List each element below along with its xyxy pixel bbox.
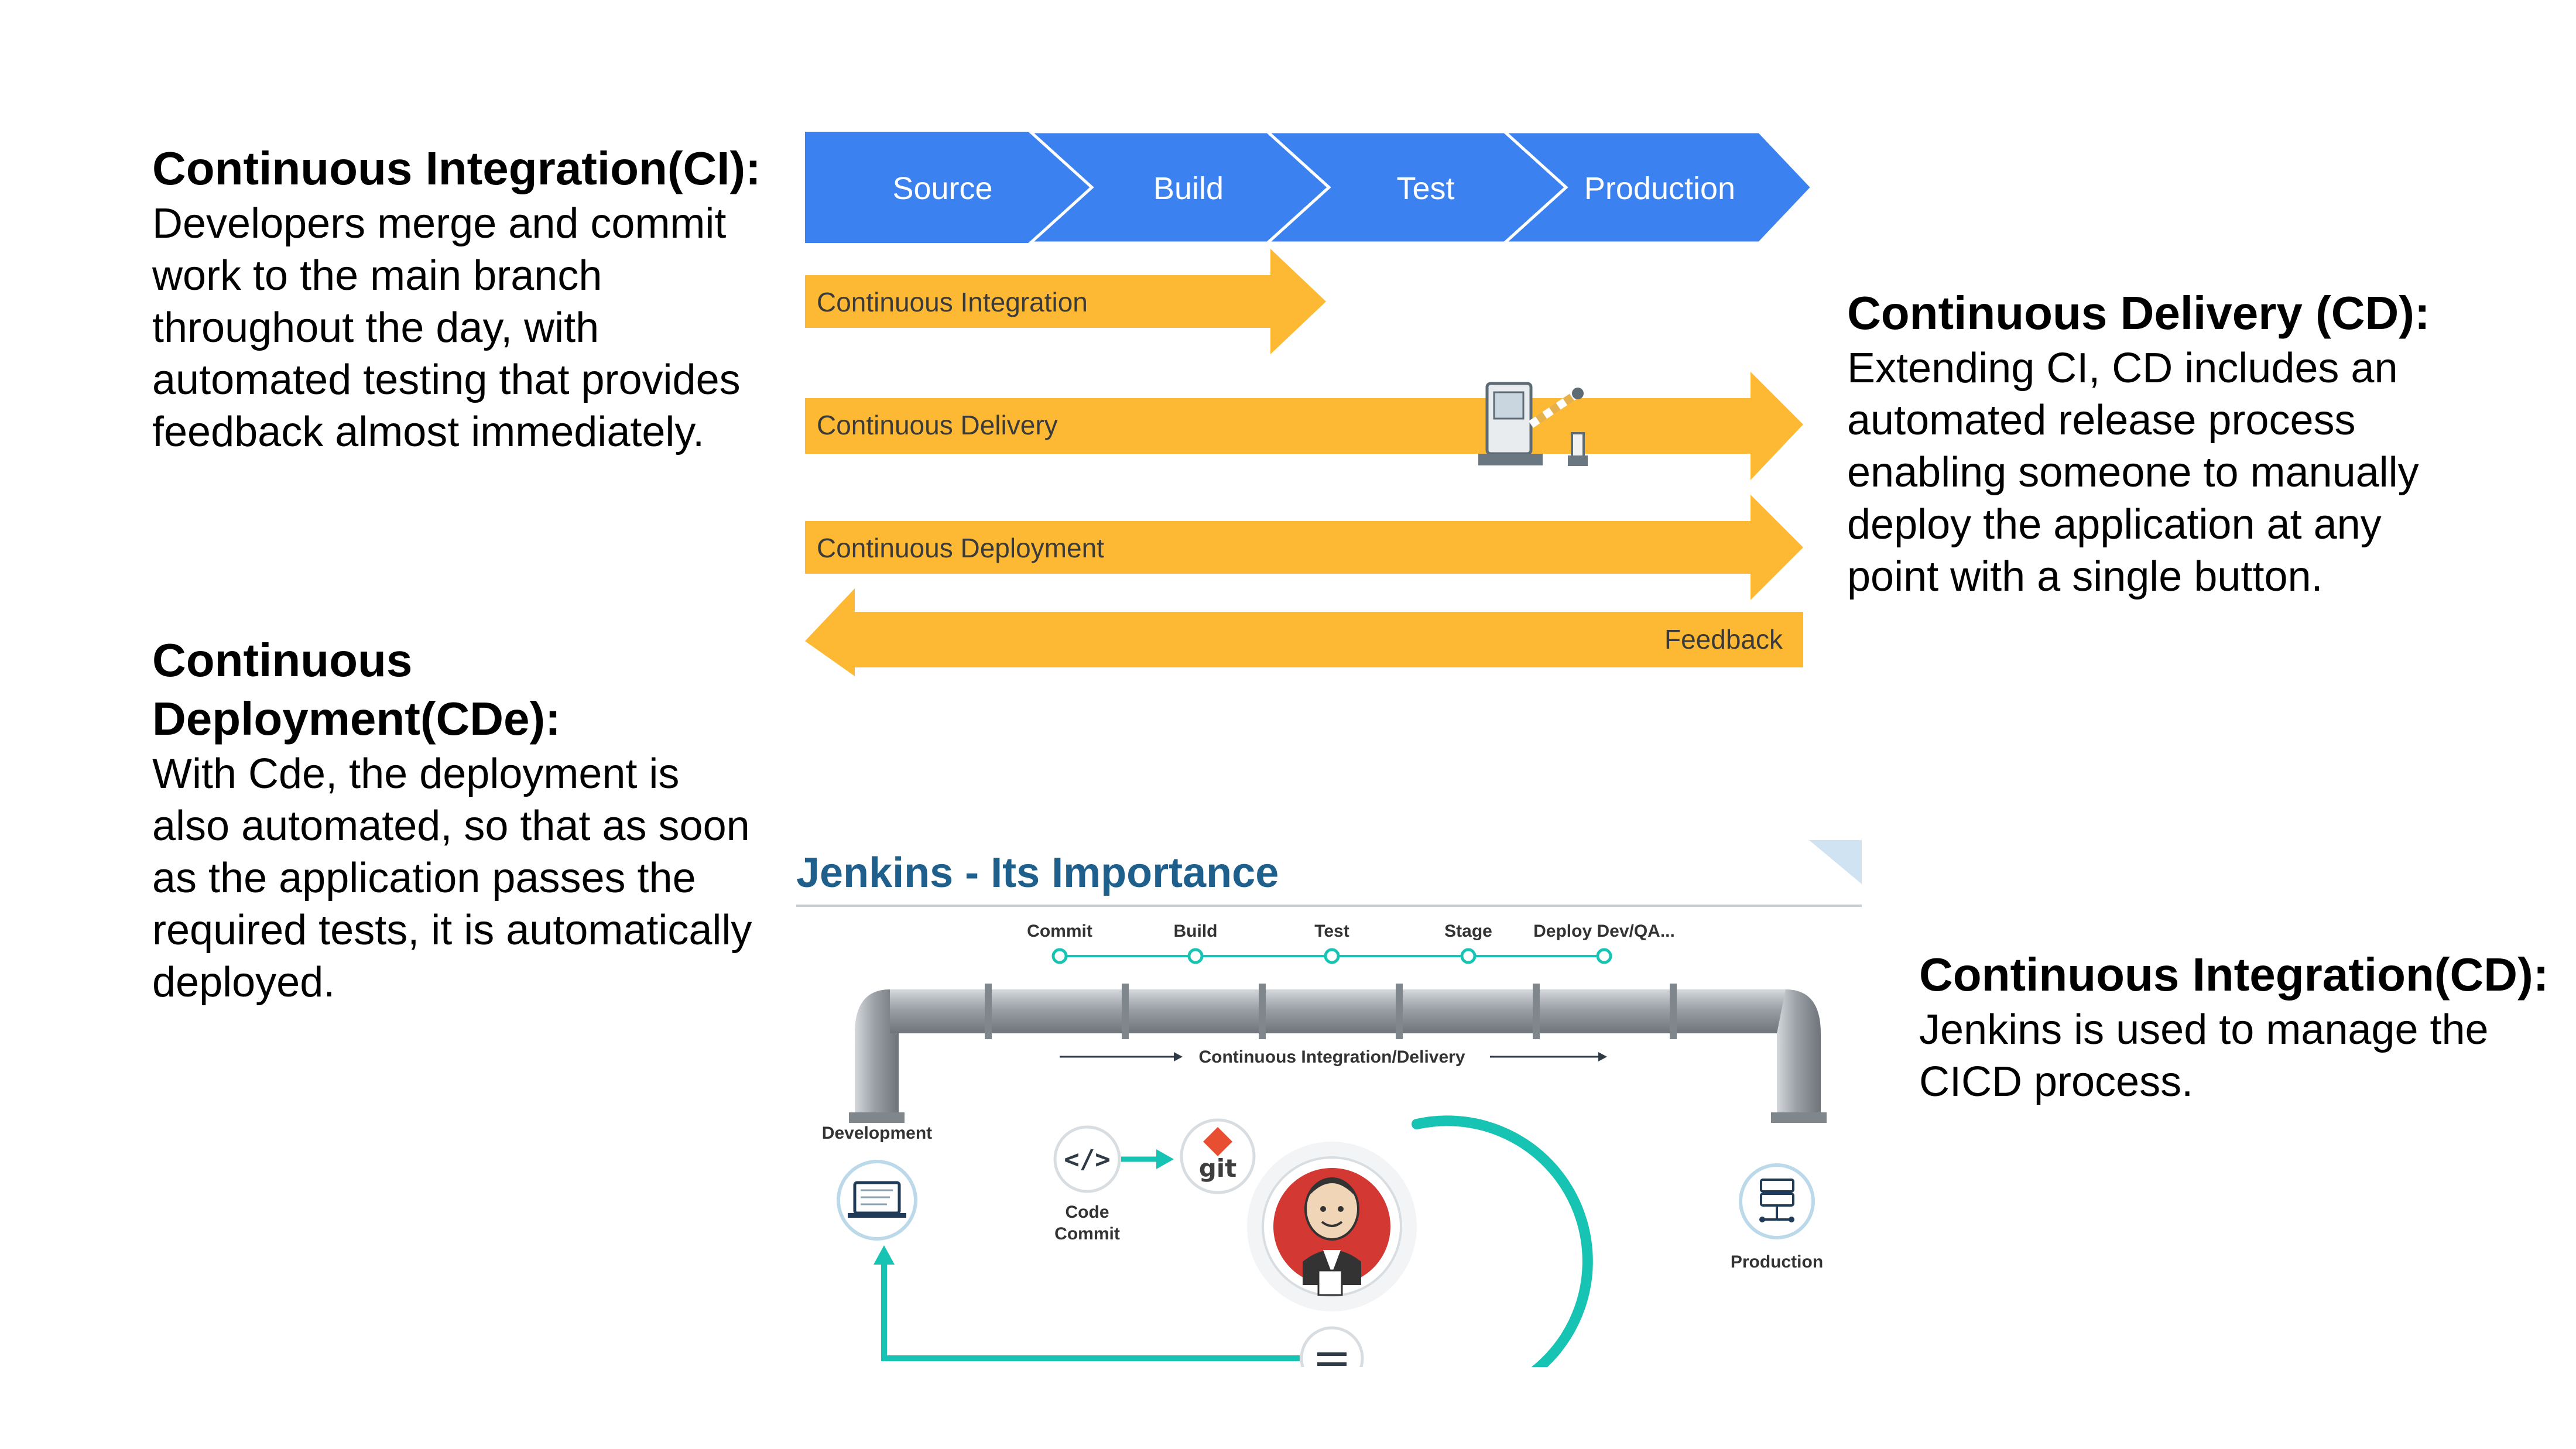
development-label: Development [822, 1123, 932, 1143]
ci-heading: Continuous Integration(CI): [152, 142, 761, 194]
step-label-commit: Commit [1027, 922, 1092, 941]
step-label-test: Test [1314, 922, 1349, 941]
flow-arrow: Continuous Integration/Delivery [1060, 1047, 1607, 1067]
ci-arrow-label: Continuous Integration [817, 287, 1088, 317]
step-dot-build [1187, 948, 1204, 964]
stage-production [1501, 130, 1814, 245]
ci-arrow [805, 249, 1326, 354]
step-dot-commit [1051, 948, 1068, 964]
feedback-arrow-label: Feedback [1664, 624, 1783, 655]
jenkins-title: Jenkins - Its Importance [796, 849, 1279, 896]
git-node: git [1180, 1118, 1256, 1194]
stage-label-source: Source [892, 171, 992, 206]
bottom-node [1300, 1326, 1364, 1367]
development-node [837, 1160, 917, 1241]
stage-bar: Source Build Test Production [805, 130, 1814, 245]
code-icon: </> [1064, 1145, 1110, 1174]
step-dot-deploy [1596, 948, 1612, 964]
cde-body: With Cde, the deployment is also automat… [152, 751, 752, 1006]
jenkins-heading: Continuous Integration(CD): [1919, 948, 2549, 1001]
jenkins-node [1247, 1115, 1593, 1367]
jenkins-body: Jenkins is used to manage the CICD proce… [1919, 1006, 2489, 1105]
cd-body: Extending CI, CD includes an automated r… [1847, 345, 2419, 600]
stage-label-production: Production [1584, 171, 1735, 206]
laptop-icon [848, 1181, 906, 1218]
stage-label-build: Build [1153, 171, 1224, 206]
git-text: git [1199, 1154, 1237, 1183]
corner-accent [1809, 840, 1862, 884]
pipeline-pipe [849, 984, 1827, 1123]
step-timeline: Commit Build Test Stage Deploy Dev/QA... [1027, 922, 1675, 964]
production-node [1739, 1163, 1815, 1239]
cd-description: Continuous Delivery (CD): Extending CI, … [1847, 284, 2462, 603]
cde-heading: Continuous Deployment(CDe): [152, 634, 561, 745]
stage-label-test: Test [1396, 171, 1454, 206]
barrier-gate-icon [1478, 382, 1588, 466]
step-dot-stage [1460, 948, 1477, 964]
jenkins-butler-icon [1273, 1168, 1390, 1296]
jenkins-description: Continuous Integration(CD): Jenkins is u… [1919, 946, 2551, 1108]
cde-arrow [805, 495, 1803, 600]
ci-body: Developers merge and commit work to the … [152, 200, 741, 455]
step-label-build: Build [1174, 922, 1218, 941]
flow-label: Continuous Integration/Delivery [1198, 1047, 1465, 1067]
jenkins-diagram: Jenkins - Its Importance Commit Build Te… [773, 840, 1873, 1367]
cde-description: Continuous Deployment(CDe): With Cde, th… [152, 631, 761, 1009]
feedback-arrow [805, 588, 1803, 676]
code-commit-label-2: Commit [1054, 1224, 1120, 1244]
server-icon [1759, 1179, 1794, 1222]
feedback-loop [873, 1245, 1300, 1361]
cd-arrow-label: Continuous Delivery [817, 410, 1058, 440]
cd-heading: Continuous Delivery (CD): [1847, 287, 2430, 339]
stage-source [805, 132, 1092, 243]
code-commit-node: </> [1053, 1125, 1121, 1193]
pipeline-diagram: Source Build Test Production Continuous … [805, 130, 1814, 676]
step-dot-test [1324, 948, 1340, 964]
production-label: Production [1731, 1252, 1823, 1272]
step-label-stage: Stage [1444, 922, 1492, 941]
git-icon [1203, 1127, 1232, 1156]
code-commit-label-1: Code [1066, 1203, 1109, 1222]
cde-arrow-label: Continuous Deployment [817, 533, 1104, 563]
cd-arrow [805, 372, 1803, 480]
ci-description: Continuous Integration(CI): Developers m… [152, 139, 761, 458]
step-label-deploy: Deploy Dev/QA... [1533, 922, 1675, 941]
